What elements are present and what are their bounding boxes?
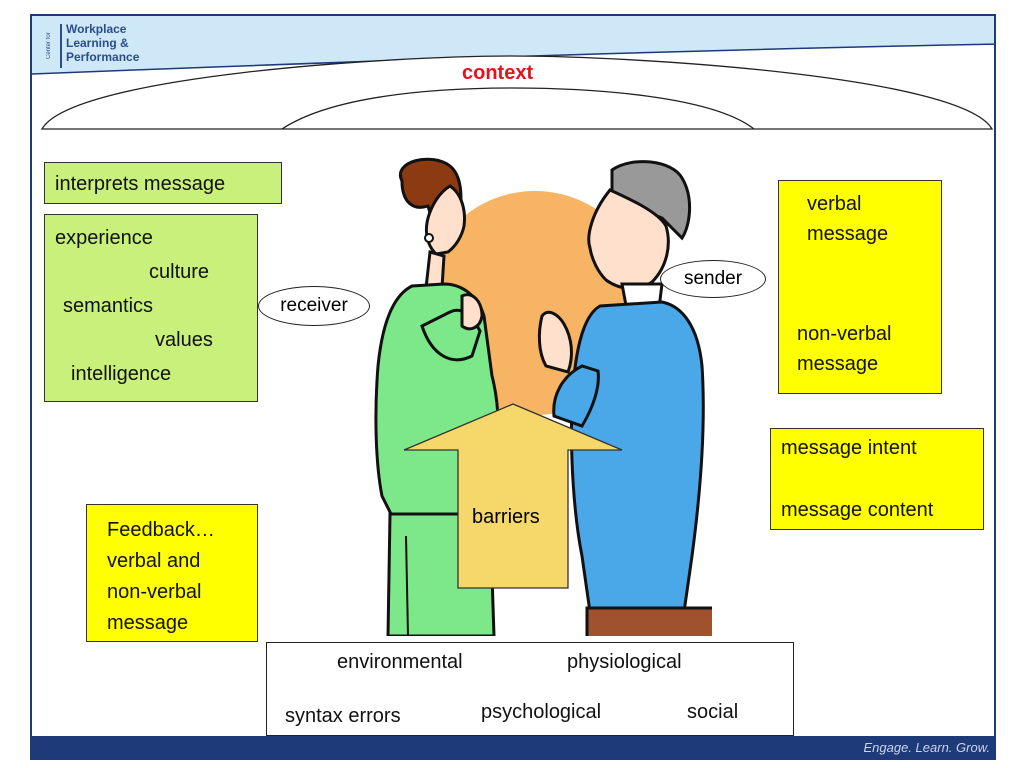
factor-values: values bbox=[155, 329, 213, 351]
context-label: context bbox=[462, 62, 534, 84]
feedback-line-4: message bbox=[107, 612, 189, 634]
factor-experience: experience bbox=[55, 227, 153, 249]
slide: Center for Workplace Learning & Performa… bbox=[30, 14, 996, 760]
interprets-message-box: interprets message bbox=[44, 162, 282, 204]
logo-line-1: Workplace bbox=[66, 22, 127, 36]
logo: Center for Workplace Learning & Performa… bbox=[46, 22, 166, 70]
feedback-box: Feedback… verbal and non-verbal message bbox=[86, 504, 258, 642]
footer-tagline: Engage. Learn. Grow. bbox=[863, 740, 990, 755]
barrier-types-box: environmental physiological syntax error… bbox=[266, 642, 794, 736]
barrier-psychological: psychological bbox=[481, 701, 602, 723]
barrier-physiological: physiological bbox=[567, 651, 682, 673]
factor-semantics: semantics bbox=[63, 295, 154, 317]
message-content-label: message content bbox=[781, 499, 934, 521]
factor-culture: culture bbox=[149, 261, 210, 283]
interprets-message-label: interprets message bbox=[55, 173, 226, 195]
sender-figure bbox=[537, 160, 712, 636]
message-parts-box: message intent message content bbox=[770, 428, 984, 530]
barrier-social: social bbox=[687, 701, 739, 723]
footer-bar: Engage. Learn. Grow. bbox=[32, 736, 994, 758]
feedback-line-2: verbal and bbox=[107, 550, 201, 572]
nonverbal-message-label: non-verbal message bbox=[797, 323, 892, 375]
barriers-label: barriers bbox=[472, 506, 540, 528]
factor-intelligence: intelligence bbox=[71, 363, 172, 385]
logo-line-3: Performance bbox=[66, 50, 140, 64]
feedback-line-3: non-verbal bbox=[107, 581, 202, 603]
logo-divider bbox=[60, 24, 62, 68]
sender-oval: sender bbox=[660, 260, 766, 298]
receiver-factors-box: experience culture semantics values inte… bbox=[44, 214, 258, 402]
context-arc bbox=[40, 55, 994, 130]
logo-line-2: Learning & bbox=[66, 36, 129, 50]
barriers-arrow bbox=[403, 403, 623, 589]
verbal-message-label: verbal message bbox=[807, 193, 889, 245]
message-types-box: verbal message non-verbal message bbox=[778, 180, 942, 394]
barrier-environmental: environmental bbox=[337, 651, 463, 673]
receiver-oval: receiver bbox=[258, 286, 370, 326]
feedback-line-1: Feedback… bbox=[107, 519, 215, 541]
message-intent-label: message intent bbox=[781, 437, 917, 459]
feedback-text: Feedback… verbal and non-verbal message bbox=[107, 515, 215, 639]
logo-text: Workplace Learning & Performance bbox=[66, 22, 139, 64]
barrier-syntax-errors: syntax errors bbox=[285, 705, 401, 727]
